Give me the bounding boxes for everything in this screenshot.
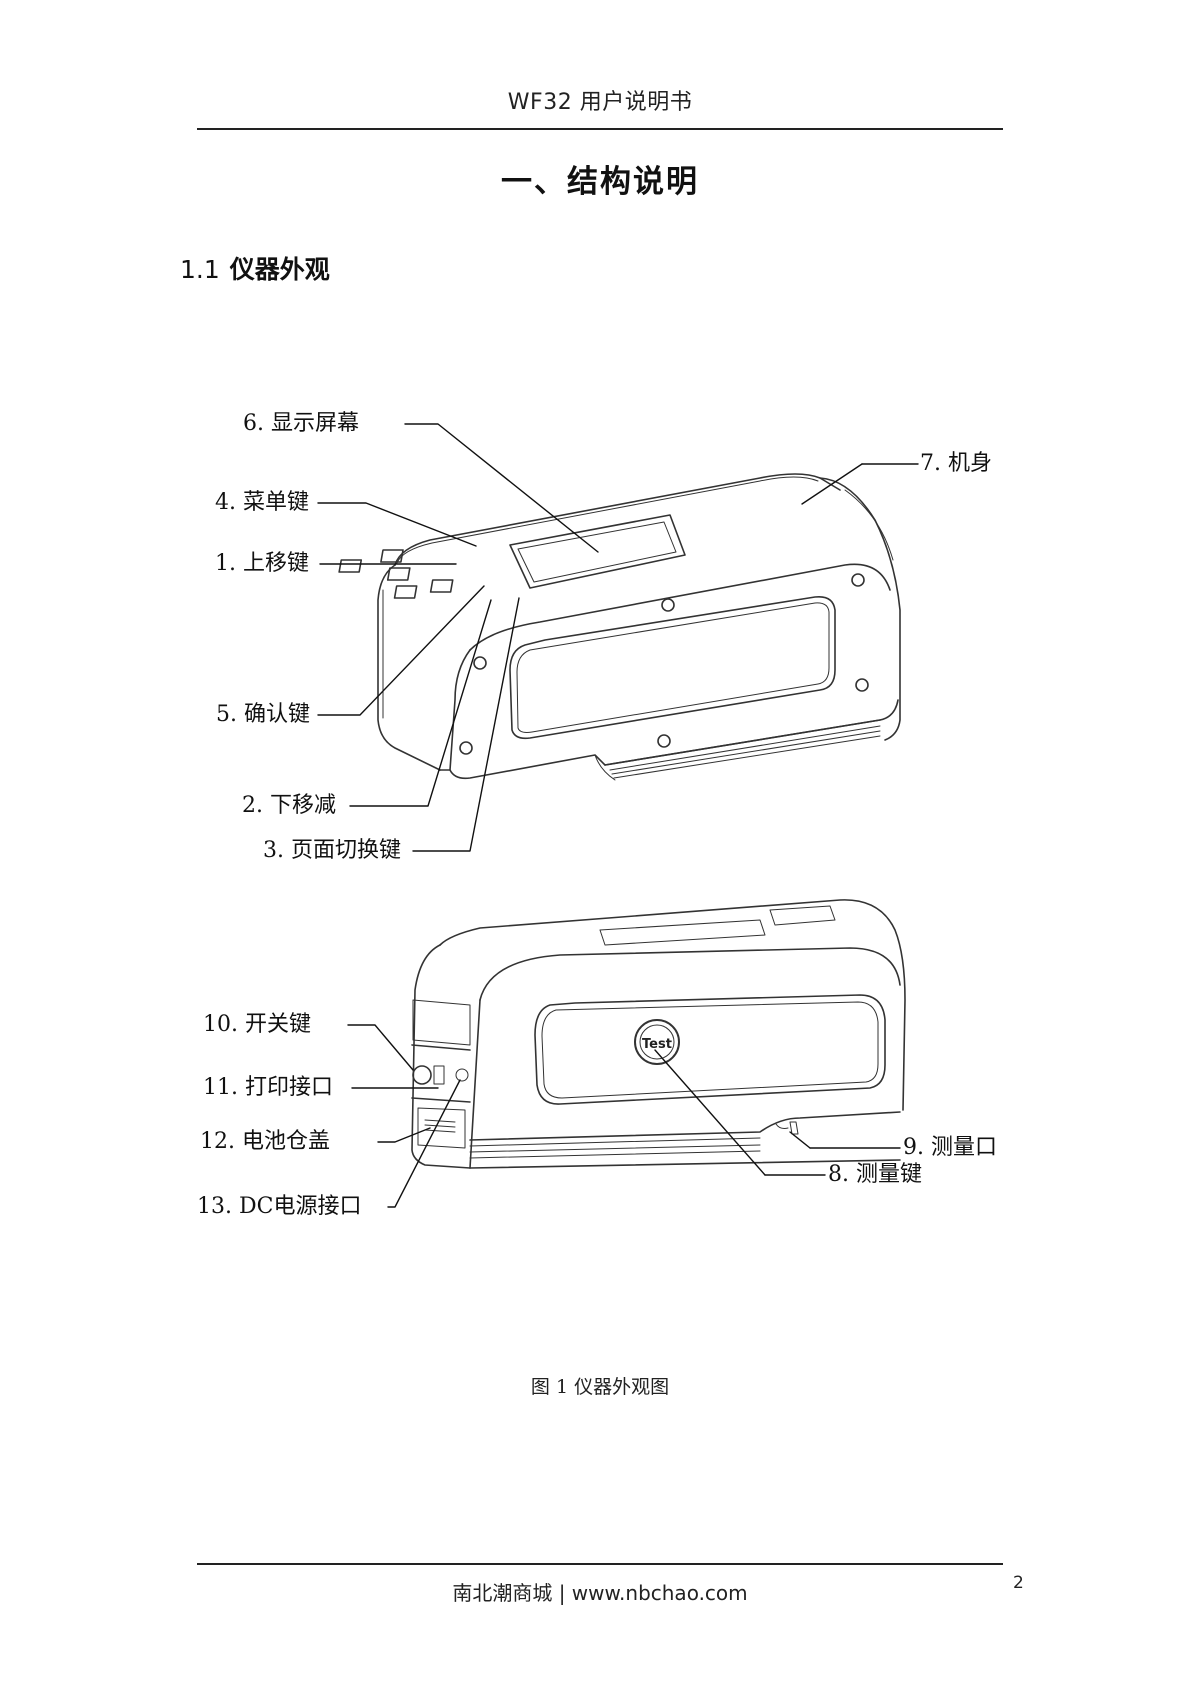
callout-power-key: 10. 开关键 xyxy=(203,1012,311,1037)
top-view-leader-lines xyxy=(317,423,919,852)
callout-display-screen: 6. 显示屏幕 xyxy=(243,411,359,436)
page-header-title: WF32 用户说明书 xyxy=(507,90,693,115)
section-number: 1.1 xyxy=(180,255,220,284)
section-title: 1.1 仪器外观 xyxy=(180,250,330,286)
callout-measure-key: 8. 测量键 xyxy=(828,1162,922,1187)
callout-up-key: 1. 上移键 xyxy=(215,551,309,576)
callout-page-switch-key: 3. 页面切换键 xyxy=(263,838,401,863)
side-view-leader-lines xyxy=(347,1024,901,1208)
callout-print-port: 11. 打印接口 xyxy=(203,1075,333,1100)
callout-down-key: 2. 下移减 xyxy=(242,793,336,818)
header-divider xyxy=(197,128,1003,130)
figure-caption: 图 1 仪器外观图 xyxy=(530,1376,670,1398)
page-number: 2 xyxy=(1013,1573,1024,1593)
callout-confirm-key: 5. 确认键 xyxy=(216,702,310,727)
chapter-title: 一、结构说明 xyxy=(501,164,699,200)
test-button-label: Test xyxy=(642,1037,672,1052)
callout-battery-cover: 12. 电池仓盖 xyxy=(200,1129,330,1154)
footer-divider xyxy=(197,1563,1003,1565)
keypad-drawing xyxy=(338,549,454,599)
section-heading: 仪器外观 xyxy=(229,255,330,284)
callout-dc-power-port: 13. DC电源接口 xyxy=(197,1194,362,1219)
callout-menu-key: 4. 菜单键 xyxy=(215,490,309,515)
callout-body: 7. 机身 xyxy=(920,451,992,476)
footer-text: 南北潮商城 | www.nbchao.com xyxy=(452,1581,748,1605)
callout-measurement-port: 9. 测量口 xyxy=(903,1135,997,1160)
device-side-view-drawing xyxy=(411,899,906,1169)
device-top-view-drawing xyxy=(338,473,901,781)
